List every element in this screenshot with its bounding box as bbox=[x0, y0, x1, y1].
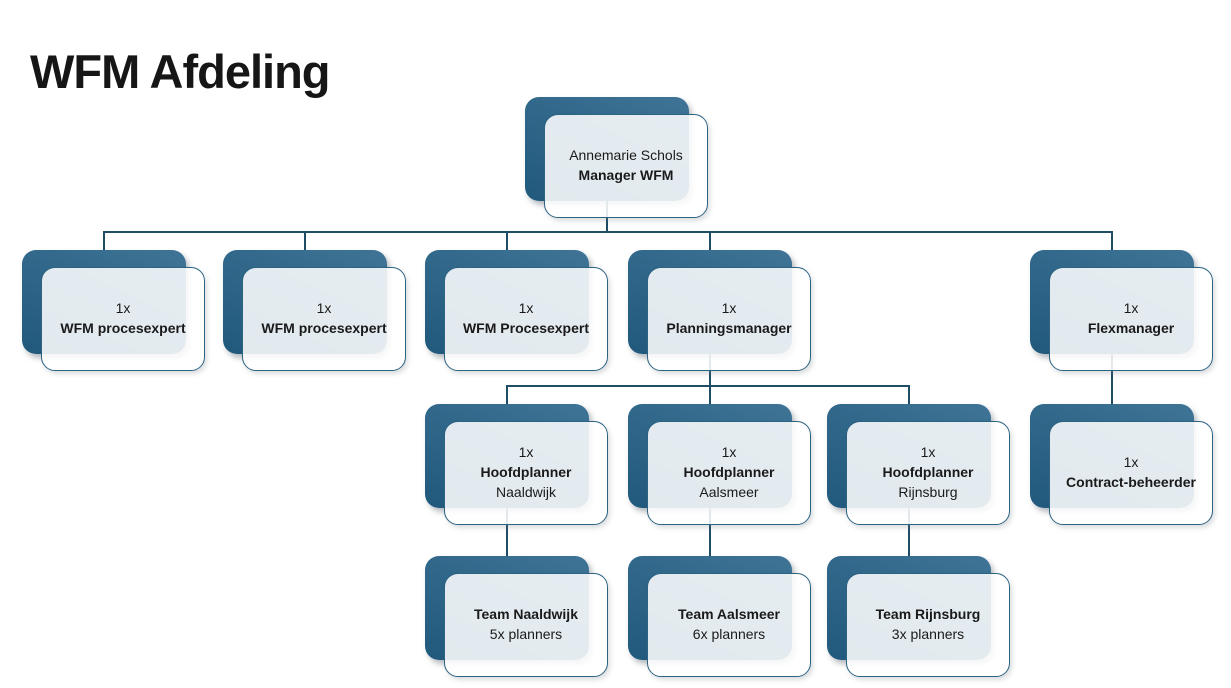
node-text-line: 1x bbox=[518, 300, 534, 317]
node-text-line: WFM procesexpert bbox=[261, 320, 387, 336]
node-text-line: 1x bbox=[721, 444, 737, 461]
page-title: WFM Afdeling bbox=[30, 45, 331, 98]
node-text-line: 1x bbox=[1123, 454, 1139, 471]
node-card: Team Aalsmeer 6x planners bbox=[647, 573, 811, 677]
node-text-line: 6x planners bbox=[692, 626, 766, 642]
node-text-line: Team Rijnsburg bbox=[875, 606, 981, 623]
node-text-line: WFM procesexpert bbox=[60, 320, 186, 336]
node-text-line: 1x bbox=[115, 300, 131, 317]
connector-line bbox=[908, 385, 910, 412]
connector-line bbox=[506, 385, 508, 412]
node-text-line: Planningsmanager bbox=[666, 320, 792, 336]
connector-line bbox=[506, 385, 910, 387]
connector-line bbox=[709, 231, 711, 258]
node-text-line: Naaldwijk bbox=[496, 483, 556, 500]
node-text-line: Annemarie Schols bbox=[569, 147, 683, 164]
org-node-team-aalsmeer[interactable]: Team Aalsmeer 6x planners bbox=[628, 556, 811, 677]
connector-line bbox=[103, 231, 105, 258]
org-node-team-rijnsburg[interactable]: Team Rijnsburg 3x planners bbox=[827, 556, 1010, 677]
node-card: Team Naaldwijk 5x planners bbox=[444, 573, 608, 677]
node-text-line: Hoofdplanner bbox=[480, 464, 572, 481]
connector-line bbox=[506, 231, 508, 258]
node-text-line: Manager WFM bbox=[578, 167, 674, 183]
connector-line bbox=[709, 385, 711, 412]
node-text-line: Contract-beheerder bbox=[1066, 474, 1196, 490]
connector-line bbox=[1111, 231, 1113, 258]
node-text-line: 1x bbox=[920, 444, 936, 461]
node-text-line: 1x bbox=[316, 300, 332, 317]
node-text-line: Aalsmeer bbox=[699, 483, 759, 500]
node-text-line: 3x planners bbox=[891, 626, 965, 642]
node-text-line: 1x bbox=[1123, 300, 1139, 317]
org-node-team-naaldwijk[interactable]: Team Naaldwijk 5x planners bbox=[425, 556, 608, 677]
node-text-line: Team Naaldwijk bbox=[473, 606, 578, 623]
node-text-line: 1x bbox=[721, 300, 737, 317]
connector-line bbox=[103, 231, 1113, 233]
node-text-line: 1x bbox=[518, 444, 534, 461]
node-card: Team Rijnsburg 3x planners bbox=[846, 573, 1010, 677]
node-text-line: 5x planners bbox=[489, 626, 563, 642]
node-text-line: Flexmanager bbox=[1087, 320, 1175, 336]
node-text-line: Hoofdplanner bbox=[683, 464, 775, 481]
connector-line bbox=[304, 231, 306, 258]
node-text-line: Rijnsburg bbox=[898, 483, 958, 500]
node-text-line: Hoofdplanner bbox=[882, 464, 974, 481]
node-text-line: Team Aalsmeer bbox=[678, 606, 780, 623]
node-text-line: WFM Procesexpert bbox=[462, 320, 590, 336]
